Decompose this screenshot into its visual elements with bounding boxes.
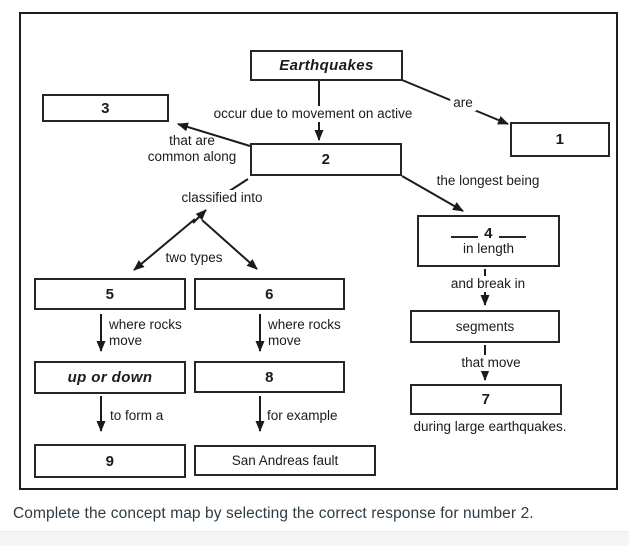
blank-box-2-label: 2 xyxy=(321,151,331,168)
bottom-strip xyxy=(0,531,629,546)
label-common-along: common along xyxy=(147,149,237,164)
label-that-are-common-along: that are common along xyxy=(148,133,237,165)
box-san-andreas-fault: San Andreas fault xyxy=(194,445,376,476)
box-segments-label: segments xyxy=(455,319,515,334)
label-classified-into: classified into xyxy=(178,190,266,206)
label-for-example: for example xyxy=(267,408,338,423)
blank-line-left xyxy=(451,235,479,238)
label-to-form-a: to form a xyxy=(110,408,164,423)
label-that-are: that are xyxy=(169,133,215,148)
concept-map-figure: Earthquakes 3 1 2 4 in length 5 6 up or … xyxy=(19,12,618,490)
label-the-longest-being: the longest being xyxy=(436,173,540,188)
blank-box-1: 1 xyxy=(510,122,610,157)
blank-box-3-label: 3 xyxy=(101,99,110,117)
blank-box-7: 7 xyxy=(410,384,562,415)
blank-box-6-label: 6 xyxy=(265,285,274,303)
box-earthquakes: Earthquakes xyxy=(250,50,403,81)
label-during-large-earthquakes: during large earthquakes. xyxy=(413,419,567,434)
label-are: are xyxy=(450,95,476,111)
box-san-andreas-fault-label: San Andreas fault xyxy=(231,453,339,468)
label-and-break-in: and break in xyxy=(447,276,529,292)
question-prompt: Complete the concept map by selecting th… xyxy=(13,505,534,522)
label-where-rocks: where rocks xyxy=(268,317,341,332)
label-move: move xyxy=(268,333,302,348)
arrow-split-apex-up xyxy=(192,209,207,224)
label-occur-due-to: occur due to movement on active xyxy=(210,106,416,122)
blank-box-5: 5 xyxy=(34,278,186,310)
blank-box-9: 9 xyxy=(34,444,186,478)
label-where-rocks-move-right: where rocks move xyxy=(268,317,341,349)
blank-box-2: 2 xyxy=(250,143,402,176)
label-that-move: that move xyxy=(458,355,524,371)
blank-box-4-label: 4 xyxy=(484,224,493,242)
blank-box-6: 6 xyxy=(194,278,345,310)
blank-box-4: 4 in length xyxy=(417,215,560,267)
box-segments: segments xyxy=(410,310,560,343)
blank-box-7-label: 7 xyxy=(481,391,491,408)
blank-box-4-sublabel: in length xyxy=(462,240,515,256)
blank-box-1-label: 1 xyxy=(555,131,565,148)
blank-box-5-label: 5 xyxy=(105,285,115,303)
blank-box-8: 8 xyxy=(194,361,345,393)
label-two-types: two types xyxy=(165,250,223,265)
blank-box-3: 3 xyxy=(42,94,169,122)
blank-box-9-label: 9 xyxy=(105,452,115,470)
label-move: move xyxy=(109,333,143,348)
box-earthquakes-label: Earthquakes xyxy=(279,57,374,74)
box-up-or-down-label: up or down xyxy=(67,369,153,386)
blank-box-4-line1: 4 xyxy=(445,226,532,241)
blank-line-right xyxy=(498,235,526,238)
blank-box-8-label: 8 xyxy=(265,368,274,386)
label-where-rocks: where rocks xyxy=(109,317,182,332)
box-up-or-down: up or down xyxy=(34,361,186,394)
label-where-rocks-move-left: where rocks move xyxy=(109,317,182,349)
